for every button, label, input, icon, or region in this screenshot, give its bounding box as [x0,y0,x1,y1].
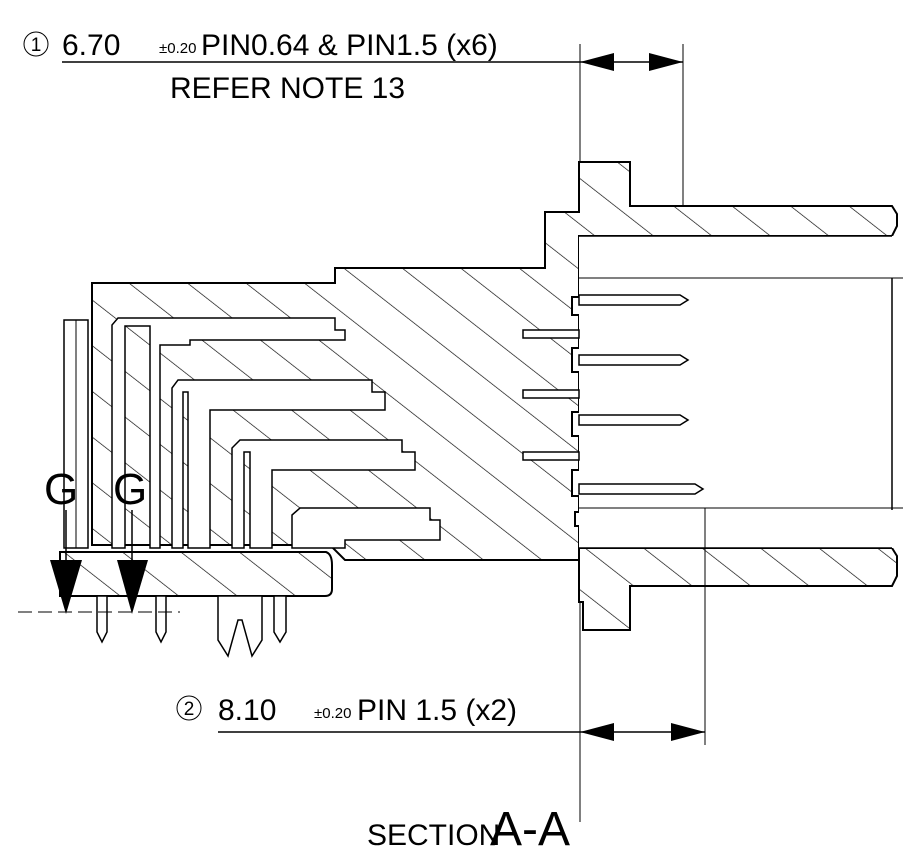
pin-channel-3 [231,439,416,549]
section-title: SECTION A-A [367,803,570,856]
pin-channel-2 [171,379,386,549]
lower-flange [578,547,898,631]
pin-channel-4 [291,507,441,549]
contact-pin [522,451,580,461]
base-block [59,551,333,597]
section-markers: G G [18,465,180,614]
pcb-pin [273,595,287,644]
connector-housing [59,161,903,658]
pin-channel-1 [111,317,346,549]
marker-g-2-arrow [117,560,148,614]
contact-pins [522,294,705,495]
section-name: A-A [490,803,570,856]
note-1: 1 6.70 ±0.20 PIN0.64 & PIN1.5 (x6) REFER… [23,29,580,105]
contact-pin [522,329,580,339]
callout-circle-1 [23,31,49,57]
contact-pin [578,354,690,366]
marker-g-2: G [113,465,147,514]
arrow-left-1 [580,53,614,71]
marker-g-1-arrow [50,560,82,614]
note-2: 2 8.10 ±0.20 PIN 1.5 (x2) [176,694,580,733]
callout-circle-2 [176,695,202,721]
refer-note: REFER NOTE 13 [170,72,405,105]
pin-spec-2: PIN 1.5 (x2) [357,694,517,727]
receptacle-cavity [579,236,897,548]
press-fit-pin [217,595,263,658]
arrow-right-2 [671,723,705,741]
dimension-2 [580,508,706,745]
dimension-value-1: 6.70 [62,29,120,62]
contact-pin [578,414,690,426]
pin-spec-1: PIN0.64 & PIN1.5 (x6) [201,29,498,62]
contact-pin [578,483,705,495]
contact-pin [578,294,690,306]
pcb-pins [96,595,287,658]
marker-g-1: G [44,465,78,514]
arrow-left-2 [580,723,614,741]
dimension-value-2: 8.10 [218,694,276,727]
arrow-right-1 [649,53,683,71]
tolerance-1: ±0.20 [159,40,196,57]
callout-number-2: 2 [184,699,195,720]
section-prefix: SECTION [367,819,500,852]
contact-pin [522,389,580,399]
callout-number-1: 1 [31,35,42,56]
tolerance-2: ±0.20 [314,705,351,722]
pcb-pin [155,595,167,644]
pcb-pin [96,595,108,644]
